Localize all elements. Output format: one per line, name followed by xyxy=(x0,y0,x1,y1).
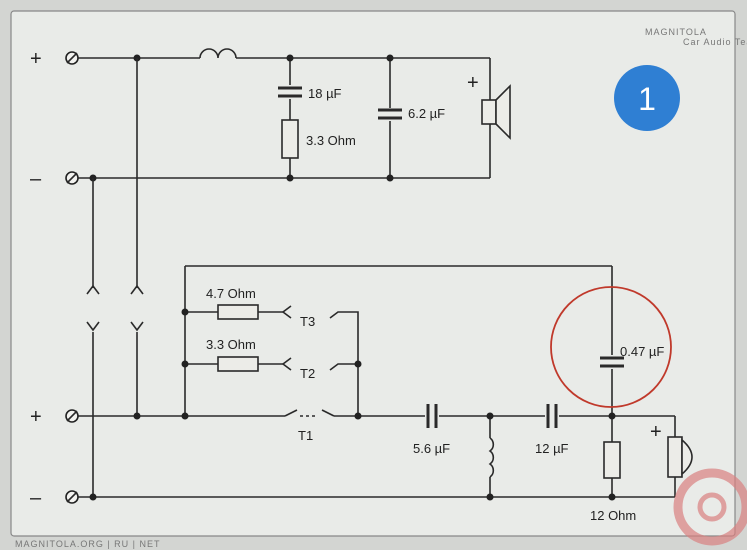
cap-0-47uf-label: 0.47 µF xyxy=(620,344,664,359)
cap-6-2uf-label: 6.2 µF xyxy=(408,106,445,121)
switch-t2-label: T2 xyxy=(300,366,315,381)
resistor-3-3-ohm xyxy=(281,119,299,159)
bottom-minus-sign: – xyxy=(30,487,42,509)
junction-dot xyxy=(354,360,362,368)
watermark-logo-subtext: Car Audio Team xyxy=(683,37,747,47)
switch-t3-label: T3 xyxy=(300,314,315,329)
jumper-chevron xyxy=(86,321,100,332)
jumper-chevron xyxy=(130,284,144,295)
tweeter-speaker-icon xyxy=(667,436,693,478)
figure-badge: 1 xyxy=(614,65,680,131)
input-terminals-top: + – xyxy=(30,48,79,190)
tweeter-plus-sign: + xyxy=(650,421,662,443)
tweeter-inductor xyxy=(488,437,495,478)
badge-number: 1 xyxy=(638,81,656,117)
highlight-circle xyxy=(550,286,672,408)
res-12-ohm-label: 12 Ohm xyxy=(590,508,636,523)
switch-t1-blade xyxy=(284,409,298,417)
res-3-3-ohm-t2-label: 3.3 Ohm xyxy=(206,337,256,352)
tweeter-section: T1 5.6 µF 12 µF 12 Ohm + 0.47 µF xyxy=(78,265,693,523)
jumper-chevron xyxy=(86,284,100,295)
junction-dot xyxy=(89,493,97,501)
junction-dot xyxy=(181,308,189,316)
diagram-frame xyxy=(10,10,736,537)
res-4-7-ohm-label: 4.7 Ohm xyxy=(206,286,256,301)
input-terminals-bottom: + – xyxy=(30,406,79,509)
switch-t1-blade xyxy=(321,409,335,417)
junction-dot xyxy=(486,493,494,501)
resistor-12-ohm xyxy=(603,441,621,479)
junction-dot xyxy=(386,54,394,62)
cap-18uf-label: 18 µF xyxy=(308,86,342,101)
cap-5-6uf-label: 5.6 µF xyxy=(413,441,450,456)
bottom-plus-sign: + xyxy=(30,406,42,428)
circular-logo-icon xyxy=(673,468,747,546)
bridging-links xyxy=(86,58,144,497)
switch-t3-contact xyxy=(281,305,292,319)
switch-t2-contact xyxy=(329,363,358,371)
junction-dot xyxy=(486,412,494,420)
top-plus-sign: + xyxy=(30,48,42,70)
woofer-section: 18 µF 3.3 Ohm 6.2 µF + xyxy=(78,48,511,182)
switch-t2-contact xyxy=(281,357,292,371)
junction-dot xyxy=(286,54,294,62)
switch-t1-label: T1 xyxy=(298,428,313,443)
cap-12uf-label: 12 µF xyxy=(535,441,569,456)
woofer-speaker-icon xyxy=(481,84,511,140)
watermark-logo-text: MAGNITOLA xyxy=(645,27,707,37)
woofer-plus-sign: + xyxy=(467,72,479,94)
junction-dot xyxy=(133,412,141,420)
top-minus-sign: – xyxy=(30,168,42,190)
resistor-4-7-ohm xyxy=(217,304,259,320)
res-3-3-ohm-label: 3.3 Ohm xyxy=(306,133,356,148)
junction-dot xyxy=(181,412,189,420)
junction-dot xyxy=(354,412,362,420)
woofer-inductor xyxy=(199,48,237,59)
junction-dot xyxy=(181,360,189,368)
watermark-footer: MAGNITOLA.ORG | RU | NET xyxy=(15,539,161,549)
jumper-chevron xyxy=(130,321,144,332)
junction-dot xyxy=(386,174,394,182)
resistor-3-3-ohm-t2 xyxy=(217,356,259,372)
junction-dot xyxy=(608,412,616,420)
junction-dot xyxy=(286,174,294,182)
junction-dot xyxy=(608,493,616,501)
